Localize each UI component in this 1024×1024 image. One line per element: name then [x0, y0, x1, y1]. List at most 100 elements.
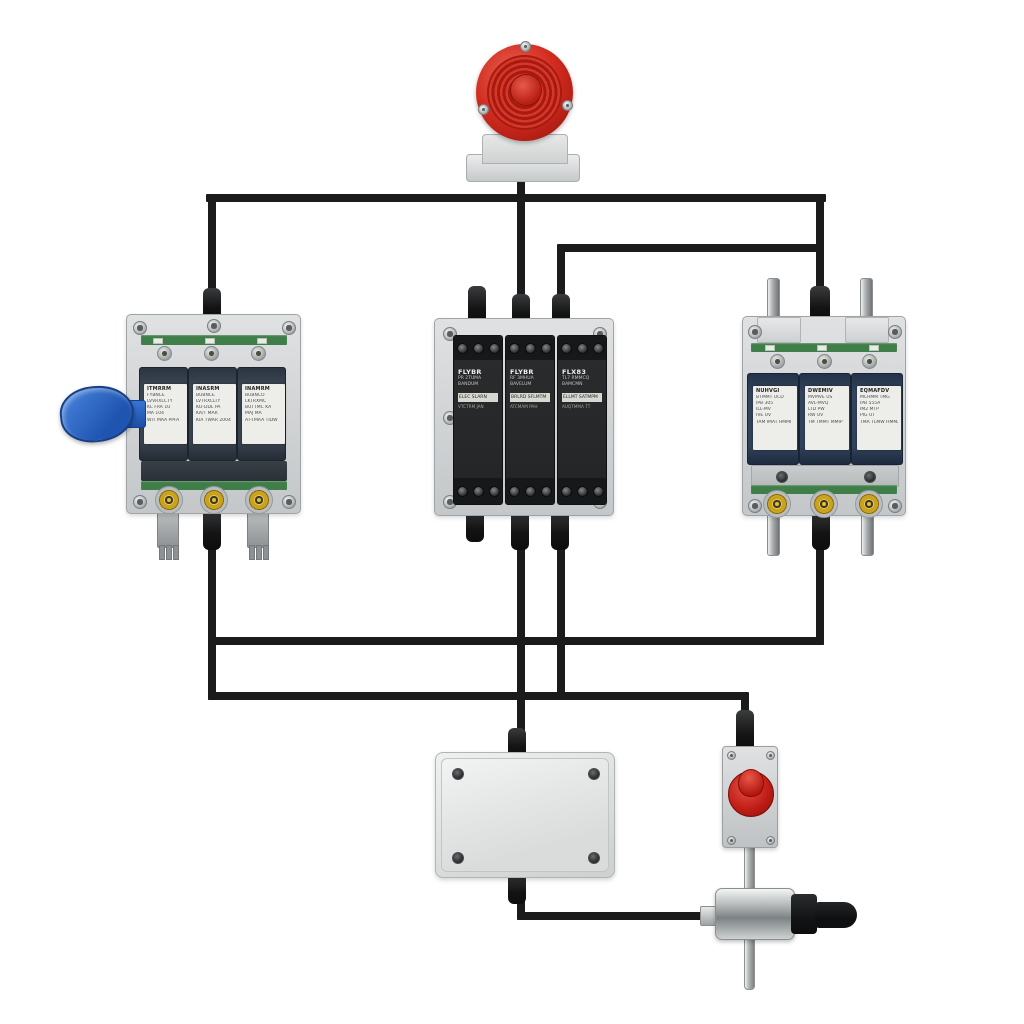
terminal-socket [817, 354, 832, 369]
corner-screw [282, 321, 296, 335]
wire-left-device-drop [208, 198, 216, 296]
beacon-center-knob [510, 74, 542, 106]
label-line: ILL-MV [756, 407, 771, 413]
label-line: IM2 MTP [860, 407, 879, 413]
emergency-stop[interactable] [722, 746, 778, 848]
module-cap [454, 478, 502, 504]
label-line: AUQTMMA TT [562, 404, 591, 409]
lid-screw [588, 852, 600, 864]
pcb-label-chip [153, 338, 163, 344]
corner-screw [133, 495, 147, 509]
label-line: BUTTMC KA [245, 405, 272, 411]
label-line: BUBNCE [196, 392, 215, 398]
junction-box-lid [441, 758, 609, 872]
module-label: INAMRM BUBNCO LKTRXMC BUTTMC KA MAJ MA A… [242, 384, 285, 444]
label-line: PR 2TUMA [458, 376, 482, 381]
beacon-screw [478, 104, 489, 115]
label-line: TM TMMT MMIP [808, 419, 843, 425]
wire-lower-bus-a [208, 637, 824, 645]
spd-module[interactable]: INAMRM BUBNCO LKTRXMC BUTTMC KA MAJ MA A… [237, 367, 286, 461]
valve-knob[interactable] [815, 902, 857, 928]
relay-module[interactable]: FLYBR RF 3MHUA BAVELUM BRLRD SFLMTM ATCM… [505, 335, 555, 505]
label-line: KIA TWAR 2004 [196, 417, 231, 423]
label-line: KO-DDL PA [196, 405, 221, 411]
relay-module[interactable]: FLX83 TL7 RMMCQ BAMCMN ELLMT SATMPM AUQT… [557, 335, 607, 505]
terminal-dot [560, 342, 572, 354]
corner-screw [727, 751, 736, 760]
terminal-dot [592, 342, 604, 354]
wire-right-device-down [816, 548, 824, 645]
spd-module[interactable]: EQMAFDV MCHMM TMG IPB 555A IM2 MTP PIG U… [851, 373, 903, 465]
beacon-screw [562, 100, 573, 111]
label-line: BTMMT UCD [756, 394, 784, 400]
label-line: PIG UT [860, 413, 876, 419]
module-cap [454, 336, 502, 360]
label-line: WIT MAA PPFA [147, 417, 180, 423]
alarm-beacon[interactable] [464, 38, 580, 184]
module-label: NUHVGI BTMMT UCD IPB 305 ILL-MV IVE UV T… [753, 386, 797, 450]
pcb-label-chip [765, 345, 775, 351]
module-print: FLYBR PR 2TUMA BANDUM ELEC SLARN VTCTRM … [458, 368, 498, 410]
module-label: ITMRRM FYBNCE LVVRXLCTY KC FRA 1U MA 104… [144, 384, 187, 444]
label-line: TMA TLMW HMMA [860, 419, 898, 425]
label-line: INASRM [196, 386, 220, 392]
module-print: FLX83 TL7 RMMCQ BAMCMN ELLMT SATMPM AUQT… [562, 368, 602, 410]
terminal-dot [508, 485, 520, 497]
yellow-terminal [855, 490, 883, 518]
pcb-strip [141, 481, 287, 490]
spd-module[interactable]: DWEMIV MVMVE US AVL-MVQ LTD PW RW UV TM … [799, 373, 851, 465]
label-line: AVL-MVQ [808, 400, 829, 406]
beacon-screw [520, 41, 531, 52]
spd-module[interactable]: INASRM BUBNCE LVTRXCLTY KO-DDL PA KA/T M… [188, 367, 237, 461]
mounting-tab [757, 317, 801, 343]
connector-pin [256, 545, 262, 560]
module-cap [506, 478, 554, 504]
terminal-socket [157, 346, 172, 361]
spd-module[interactable]: ITMRRM FYBNCE LVVRXLCTY KC FRA 1U MA 104… [139, 367, 188, 461]
terminal-dot [472, 485, 484, 497]
beacon-dome [476, 41, 573, 141]
label-line: MVMVE US [808, 394, 833, 400]
junction-box[interactable] [435, 752, 615, 878]
module-cap [558, 478, 606, 504]
cable-gland [468, 286, 486, 324]
module-cap [506, 336, 554, 360]
spd-module[interactable]: NUHVGI BTMMT UCD IPB 305 ILL-MV IVE UV T… [747, 373, 799, 465]
label-line: RW UV [808, 413, 824, 419]
surge-protector-left[interactable]: ITMRRM FYBNCE LVVRXLCTY KC FRA 1U MA 104… [126, 314, 301, 514]
label-line: RF 3MHUA [510, 376, 534, 381]
corner-screw [748, 325, 762, 339]
relay-block-center[interactable]: FLYBR PR 2TUMA BANDUM ELEC SLARN VTCTRM … [434, 318, 614, 516]
pcb-label-chip [257, 338, 267, 344]
label-line: FLX83 [562, 368, 587, 376]
label-band: ELLMT SATMPM [562, 393, 602, 402]
label-line: LTD PW [808, 407, 825, 413]
connector-pin [249, 545, 255, 560]
wire-lower-bus-b [208, 692, 749, 700]
disconnect-handle[interactable] [57, 382, 146, 446]
wire-top-bus [206, 194, 826, 202]
yellow-terminal [810, 490, 838, 518]
module-cap [558, 336, 606, 360]
connector-pin [263, 545, 269, 560]
surge-protector-right[interactable]: NUHVGI BTMMT UCD IPB 305 ILL-MV IVE UV T… [742, 316, 906, 518]
label-line: EQMAFDV [860, 388, 890, 394]
corner-screw [888, 499, 902, 513]
label-line: MAJ MA [245, 411, 262, 417]
terminal-dot [488, 342, 500, 354]
terminal-dot [576, 342, 588, 354]
label-line: MA 104 [147, 411, 164, 417]
label-line: BUBNCO [245, 392, 265, 398]
estop-button[interactable] [738, 769, 764, 797]
top-center-screw [207, 319, 221, 333]
wire-left-device-down [208, 548, 216, 700]
label-line: IVE UV [756, 413, 772, 419]
cable-gland [466, 508, 484, 542]
relay-module[interactable]: FLYBR PR 2TUMA BANDUM ELEC SLARN VTCTRM … [453, 335, 503, 505]
label-line: DWEMIV [808, 388, 833, 394]
label-line: ITMRRM [147, 386, 172, 392]
terminal-dot [456, 485, 468, 497]
valve-body[interactable] [715, 888, 795, 940]
label-band: BRLRD SFLMTM [510, 393, 550, 402]
corner-screw [727, 836, 736, 845]
